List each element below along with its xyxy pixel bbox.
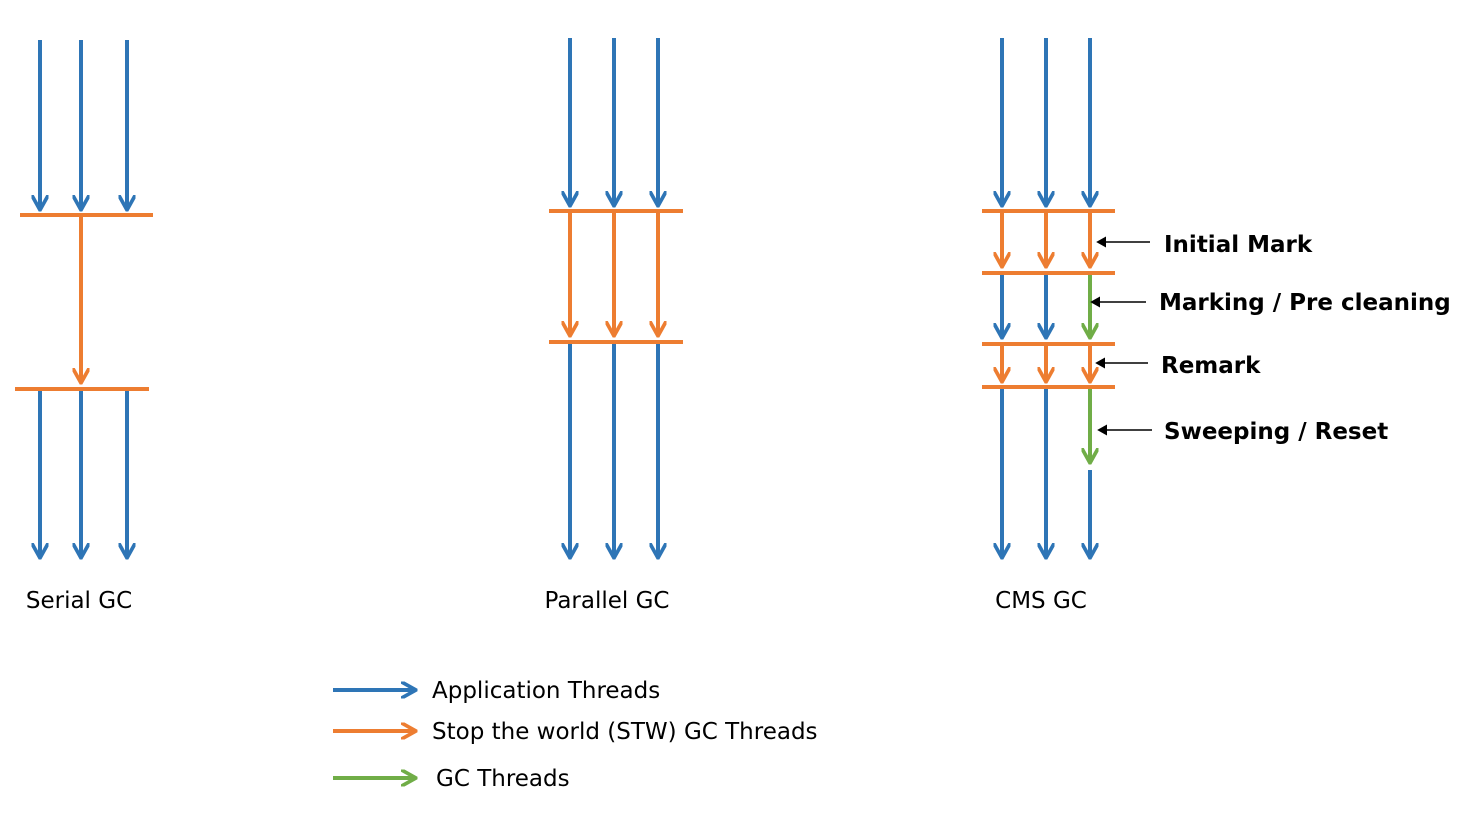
serial-gc-caption: Serial GC (26, 588, 132, 614)
remark-label: Remark (1161, 353, 1261, 379)
legend-application-label: Application Threads (432, 678, 660, 704)
initial-mark-label: Initial Mark (1164, 232, 1313, 258)
sweeping-label: Sweeping / Reset (1164, 419, 1388, 445)
parallel-gc-caption: Parallel GC (545, 588, 670, 614)
cms-gc-panel: Initial Mark Marking / Pre cleaning Rema… (982, 38, 1451, 614)
cms-gc-caption: CMS GC (995, 588, 1087, 614)
legend: Application Threads Stop the world (STW)… (333, 678, 818, 792)
legend-gc-label: GC Threads (436, 766, 570, 792)
serial-gc-panel: Serial GC (15, 40, 153, 614)
marking-label: Marking / Pre cleaning (1159, 290, 1451, 316)
legend-stw-label: Stop the world (STW) GC Threads (432, 719, 818, 745)
parallel-gc-panel: Parallel GC (545, 38, 683, 614)
